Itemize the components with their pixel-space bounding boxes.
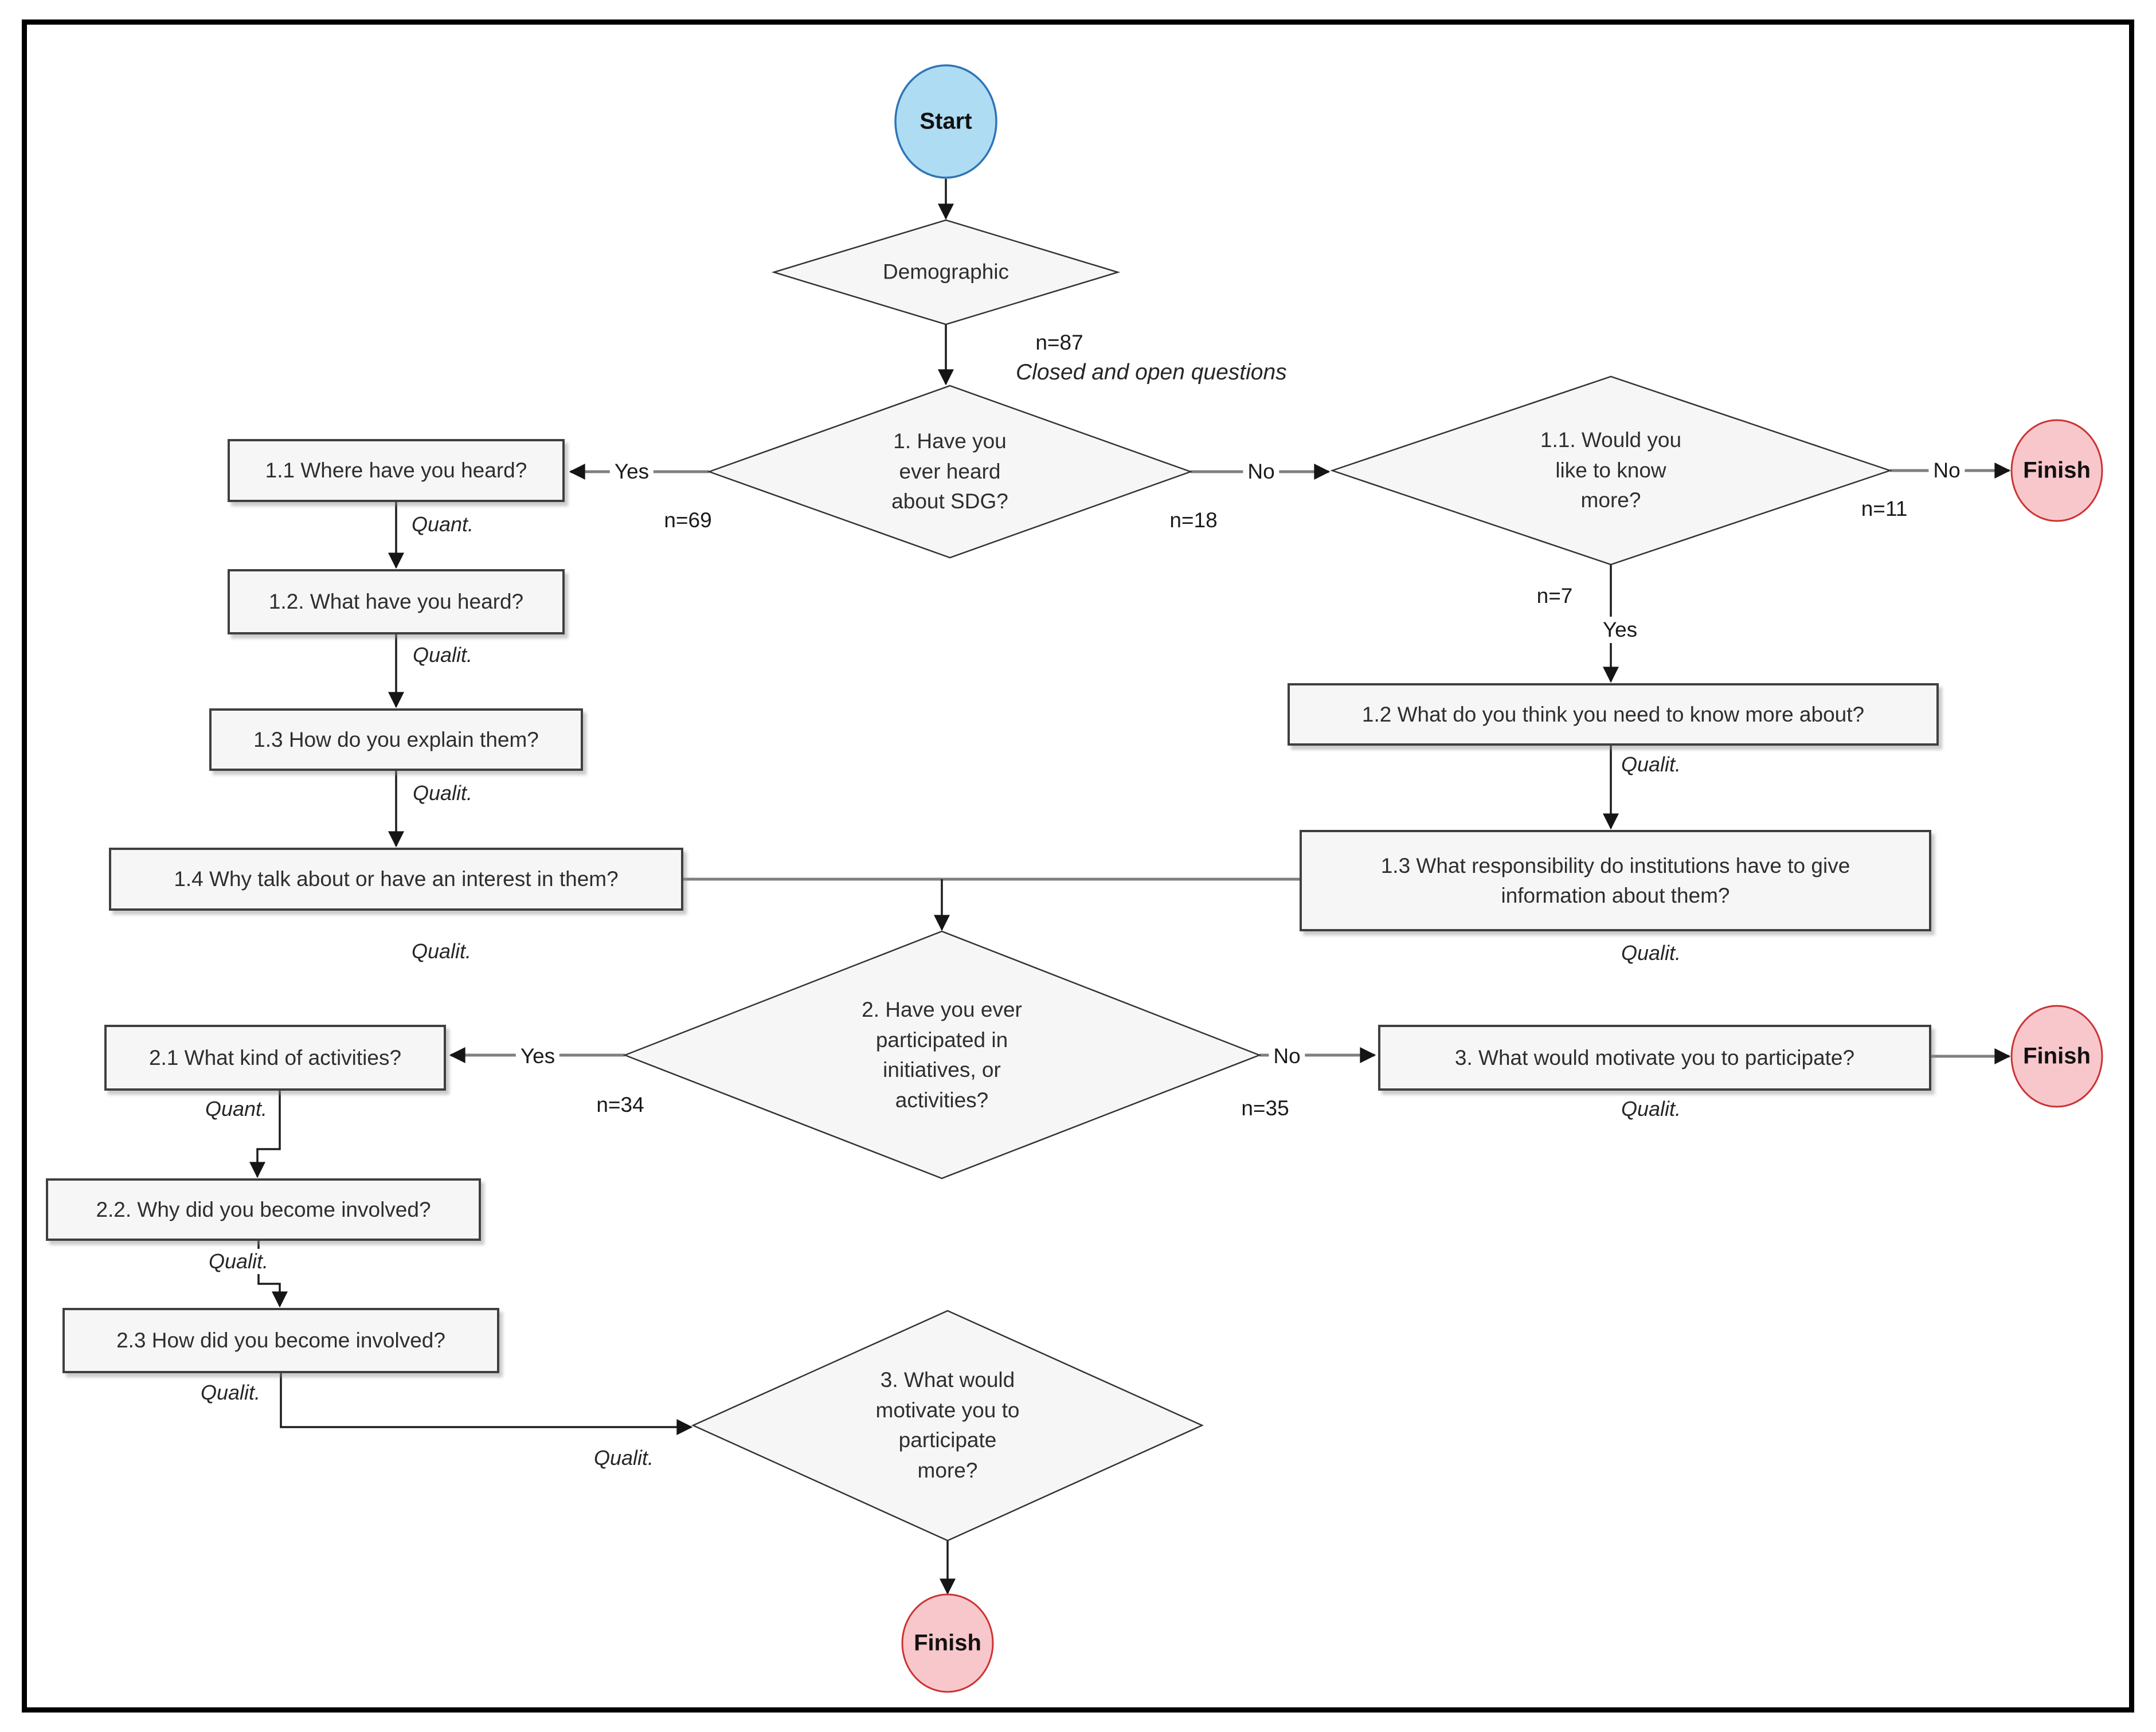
- edge-label-qualit-right-1-3: Qualit.: [1617, 941, 1685, 966]
- process-box-3: 3. What would motivate you to participat…: [1378, 1025, 1931, 1091]
- process-box-1-2: 1.2. What have you heard?: [228, 569, 565, 634]
- finish-mid-shape: [2010, 1005, 2103, 1108]
- decision-q11-label: 1.1. Would you like to know more?: [1540, 428, 1682, 512]
- edge-label-quant-2-1: Quant.: [201, 1096, 271, 1122]
- edge-label-quant-1-1: Quant.: [408, 512, 478, 537]
- edge-b23-to-q3: [280, 1373, 693, 1435]
- process-box-right-1-3: 1.3 What responsibility do institutions …: [1300, 830, 1931, 931]
- decision-demographic-shape: [771, 219, 1121, 326]
- decision-q1-label: 1. Have you ever heard about SDG?: [891, 429, 1008, 514]
- edge-label-no-q2: No: [1269, 1043, 1305, 1069]
- edge-label-n34: n=34: [592, 1092, 649, 1118]
- process-box-1-3: 1.3 How do you explain them?: [209, 708, 583, 771]
- decision-q3-shape: [691, 1310, 1204, 1542]
- edge-label-n7: n=7: [1532, 583, 1578, 609]
- edge-label-qualit-2-2: Qualit.: [205, 1249, 272, 1274]
- edge-label-n18: n=18: [1165, 507, 1222, 534]
- finish-terminal-mid: Finish: [2023, 1043, 2091, 1069]
- edge-label-no-q1: No: [1243, 459, 1279, 485]
- edge-label-n11: n=11: [1856, 496, 1912, 522]
- edge-label-n69: n=69: [659, 507, 717, 534]
- edge-label-qualit-q3: Qualit.: [590, 1445, 658, 1471]
- note-closed-open-questions: Closed and open questions: [1016, 360, 1287, 385]
- decision-q11-shape: [1330, 375, 1892, 566]
- decision-demographic-label: Demographic: [882, 260, 1009, 284]
- start-terminal: Start: [919, 108, 972, 134]
- edge-b21-to-b22: [249, 1091, 281, 1178]
- decision-q2-shape: [623, 930, 1262, 1180]
- decision-q3-label: 3. What would motivate you to participat…: [875, 1367, 1020, 1482]
- start-shape: [894, 64, 997, 179]
- finish-bottom-shape: [901, 1593, 994, 1693]
- edge-label-yes-q1: Yes: [609, 459, 654, 485]
- edge-label-qualit-1-4: Qualit.: [408, 939, 475, 964]
- process-box-2-1: 2.1 What kind of activities?: [104, 1025, 446, 1091]
- decision-q2-label: 2. Have you ever participated in initiat…: [862, 997, 1022, 1112]
- process-box-1-4: 1.4 Why talk about or have an interest i…: [109, 848, 683, 911]
- edge-label-qualit-1-3: Qualit.: [409, 781, 476, 806]
- edge-label-no-q11: No: [1928, 457, 1965, 484]
- process-box-right-1-2: 1.2 What do you think you need to know m…: [1288, 683, 1939, 746]
- decision-q1-shape: [707, 385, 1193, 559]
- edge-label-qualit-1-2: Qualit.: [409, 642, 476, 668]
- edge-label-n87: n=87: [1031, 330, 1088, 356]
- finish-top-shape: [2010, 419, 2103, 522]
- process-box-1-1: 1.1 Where have you heard?: [228, 439, 565, 502]
- edge-label-yes-q11: Yes: [1598, 617, 1642, 643]
- edge-label-qualit-right-1-2: Qualit.: [1617, 752, 1685, 777]
- edge-label-yes-q2: Yes: [515, 1043, 560, 1069]
- edge-label-n35: n=35: [1237, 1095, 1294, 1122]
- process-box-2-2: 2.2. Why did you become involved?: [46, 1178, 481, 1241]
- process-box-2-3: 2.3 How did you become involved?: [62, 1308, 499, 1373]
- edge-label-qualit-2-3: Qualit.: [197, 1380, 264, 1405]
- outer-border: [22, 19, 2134, 1713]
- edge-label-qualit-box3: Qualit.: [1617, 1096, 1685, 1122]
- finish-terminal-top: Finish: [2023, 457, 2091, 483]
- finish-terminal-bottom: Finish: [914, 1630, 981, 1656]
